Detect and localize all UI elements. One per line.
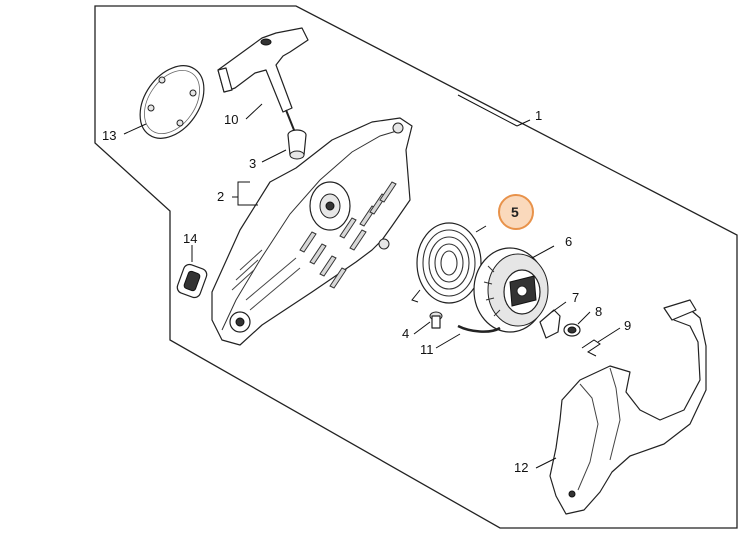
part-7-pawl[interactable] [539, 309, 561, 339]
label-part-5[interactable]: 5 [511, 204, 519, 220]
label-part-13[interactable]: 13 [102, 128, 116, 143]
part-11-starter-rope[interactable] [457, 324, 501, 333]
label-part-4[interactable]: 4 [402, 326, 409, 341]
part-3-rope-guide[interactable] [287, 129, 307, 160]
part-5-rewind-spring[interactable] [411, 222, 482, 304]
part-12-guide-plate[interactable] [549, 299, 707, 515]
label-part-2[interactable]: 2 [217, 189, 224, 204]
part-10-starter-grip[interactable] [217, 27, 309, 136]
label-part-6[interactable]: 6 [565, 234, 572, 249]
leader-lines [123, 94, 621, 469]
label-part-1[interactable]: 1 [535, 108, 542, 123]
label-part-11[interactable]: 11 [420, 342, 434, 357]
label-part-7[interactable]: 7 [572, 290, 579, 305]
part-8-washer[interactable] [563, 323, 581, 337]
label-part-8[interactable]: 8 [595, 304, 602, 319]
part-4-screw[interactable] [429, 311, 443, 329]
label-part-14[interactable]: 14 [183, 231, 197, 246]
part-14-grommet[interactable] [176, 263, 209, 299]
part-9-spring-clip[interactable] [581, 339, 601, 357]
part-labels: 1 2 3 4 5 6 7 8 9 10 11 12 13 14 [102, 108, 631, 475]
part-2-fan-housing[interactable] [211, 117, 413, 346]
label-part-10[interactable]: 10 [224, 112, 238, 127]
label-part-9[interactable]: 9 [624, 318, 631, 333]
part-13-disc[interactable] [127, 54, 217, 151]
assembly-boundary [94, 5, 738, 529]
part-6-rope-rotor[interactable] [473, 247, 549, 333]
highlight-marker-5 [498, 194, 534, 230]
label-part-12[interactable]: 12 [514, 460, 528, 475]
label-part-3[interactable]: 3 [249, 156, 256, 171]
